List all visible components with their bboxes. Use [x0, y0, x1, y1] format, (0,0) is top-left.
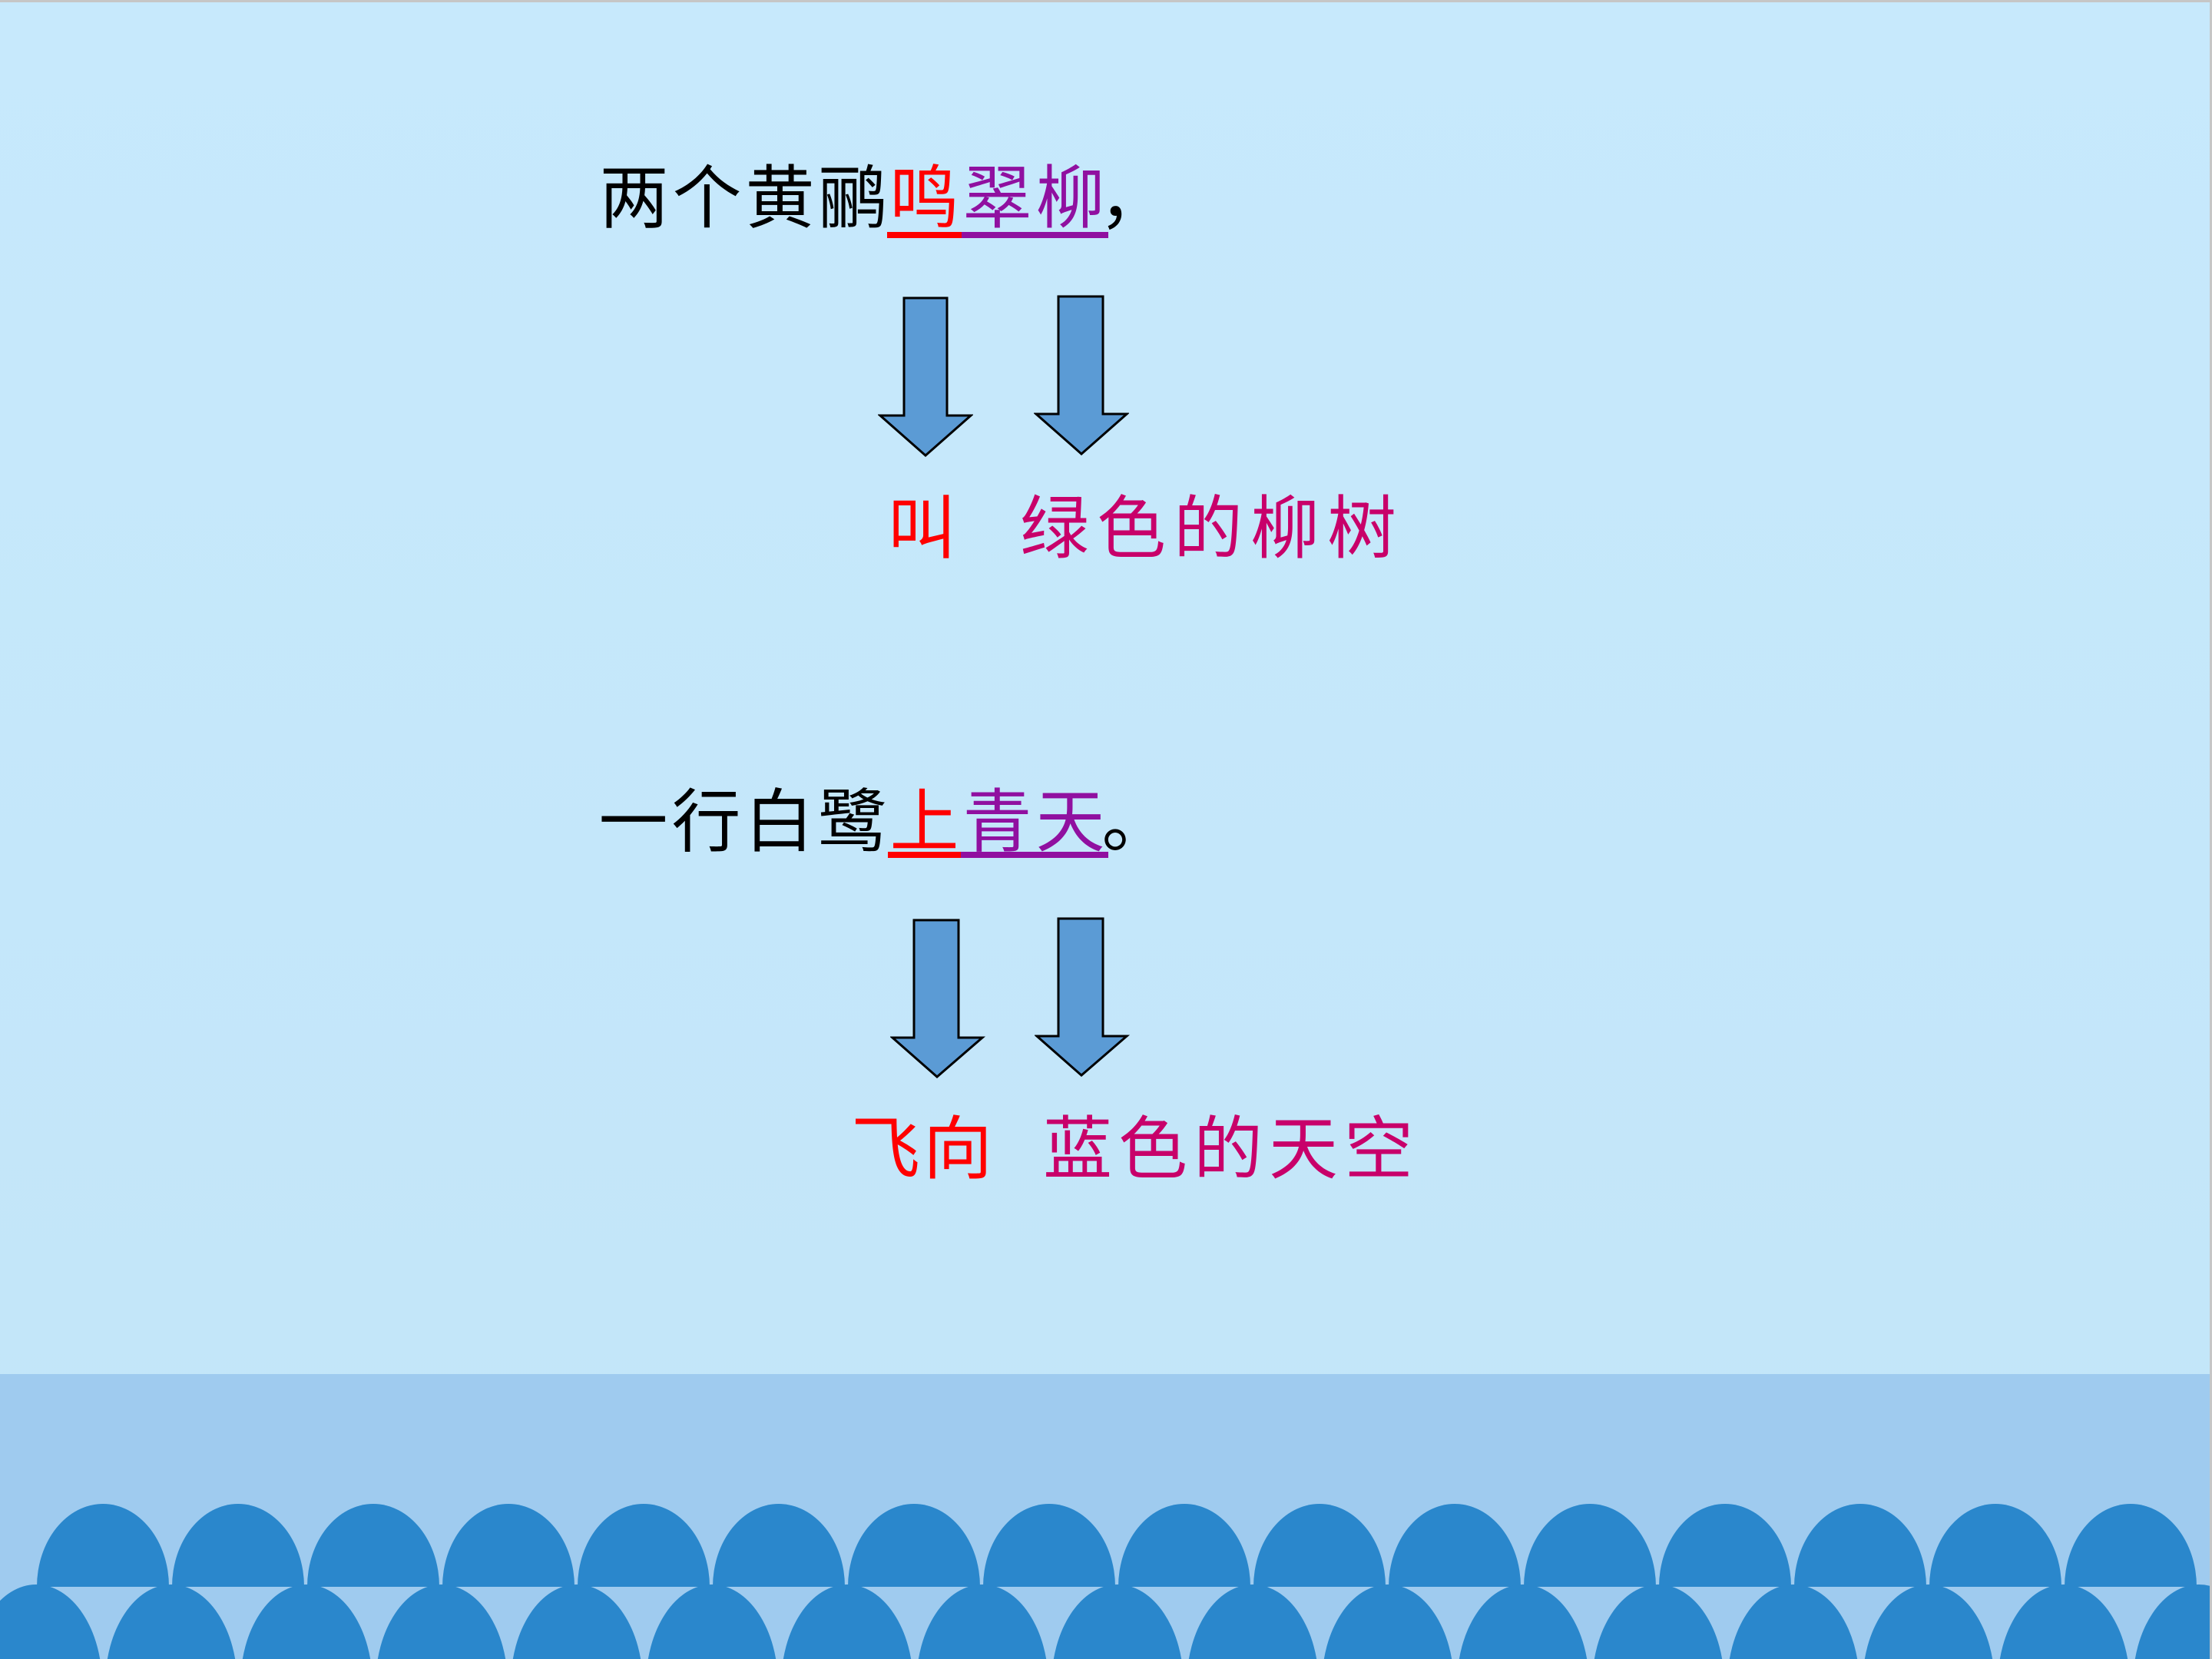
- verse-line-2: 一 行 白 鹭 上 青 天 。: [597, 784, 1196, 869]
- gloss-verb: 飞向: [851, 1109, 995, 1190]
- highlight-verb-char: 鸣: [889, 158, 959, 239]
- verse-char: 行: [671, 782, 741, 863]
- verse-char: 一: [598, 782, 668, 863]
- verse-line-1: 两 个 黄 鹂 鸣 翠 柳 ，: [598, 161, 1197, 245]
- verse-char: 鹂: [818, 158, 888, 239]
- gloss-noun: 绿色的柳树: [1020, 488, 1404, 569]
- underline-noun: [962, 232, 1108, 238]
- gloss-line-2: 飞向 蓝色的天空: [851, 1111, 1435, 1196]
- highlight-verb-char: 上: [889, 782, 959, 863]
- arrow-down-icon: [878, 296, 973, 457]
- highlight-noun-char: 柳: [1035, 158, 1105, 239]
- gloss-noun: 蓝色的天空: [1043, 1109, 1419, 1190]
- arrow-down-icon: [1034, 295, 1129, 455]
- verse-char: 白: [744, 782, 814, 863]
- verse-char: 两: [599, 158, 669, 239]
- arrow-down-icon: [1035, 917, 1130, 1077]
- underline-verb: [887, 232, 962, 238]
- gloss-line-1: 叫 绿色的柳树: [883, 491, 1421, 575]
- highlight-noun-char: 翠: [962, 158, 1032, 239]
- gloss-verb: 叫: [887, 488, 956, 569]
- underline-noun: [961, 852, 1108, 858]
- underline-verb: [888, 852, 961, 858]
- punctuation: 。: [1101, 782, 1171, 863]
- punctuation: ，: [1098, 158, 1168, 239]
- highlight-noun-char: 天: [1035, 782, 1105, 863]
- highlight-noun-char: 青: [962, 782, 1032, 863]
- verse-char: 鹭: [817, 782, 887, 863]
- verse-char: 个: [672, 158, 742, 239]
- verse-char: 黄: [745, 158, 815, 239]
- arrow-down-icon: [890, 919, 985, 1078]
